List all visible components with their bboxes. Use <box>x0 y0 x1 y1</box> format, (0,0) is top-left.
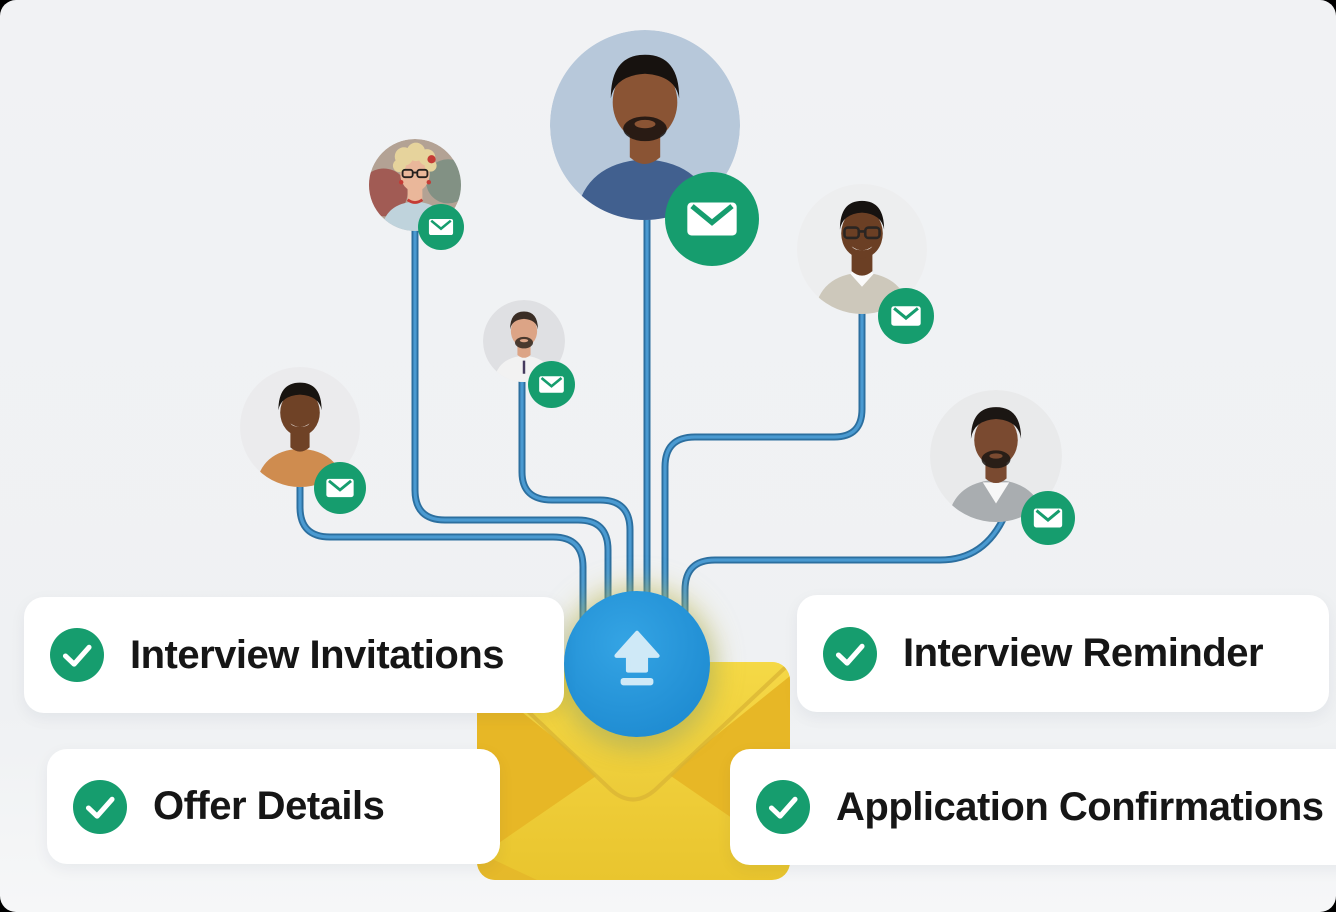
avatar-orange-shirt <box>240 367 360 487</box>
check-icon <box>756 780 810 834</box>
mail-badge-gray-suit <box>1021 491 1075 545</box>
mail-badge-bearded <box>528 361 575 408</box>
wire-orange-shirt <box>296 464 587 644</box>
upload-icon <box>614 630 660 686</box>
mail-badge-orange-shirt <box>314 462 366 514</box>
avatar-gray-suit <box>930 390 1062 522</box>
card-application-confirmations: Application Confirmations <box>730 749 1336 865</box>
mail-icon <box>326 478 354 498</box>
card-label: Offer Details <box>153 784 385 828</box>
check-icon <box>823 626 877 681</box>
mail-icon <box>891 306 921 326</box>
wire-woman <box>411 226 612 644</box>
card-interview-invitations: Interview Invitations <box>24 597 564 713</box>
wire-gray-suit <box>681 511 1009 644</box>
card-label: Interview Reminder <box>903 631 1264 675</box>
card-label: Interview Invitations <box>130 632 505 677</box>
mail-badge-top-center <box>665 172 759 266</box>
mail-badge-woman <box>418 204 464 250</box>
mail-icon <box>539 376 564 393</box>
mail-icon <box>428 218 454 236</box>
mail-icon <box>687 202 737 236</box>
wire-sweater <box>661 308 866 644</box>
mail-icon <box>1033 508 1063 528</box>
card-label: Application Confirmations <box>836 784 1324 829</box>
card-offer-details: Offer Details <box>47 749 500 864</box>
envelope-illustration <box>477 662 790 880</box>
check-icon <box>50 628 104 682</box>
mail-badge-sweater <box>878 288 934 344</box>
check-icon <box>73 779 127 834</box>
glasses <box>401 168 429 179</box>
card-interview-reminder: Interview Reminder <box>797 595 1329 712</box>
avatar-top-center <box>550 30 740 220</box>
upload-button <box>564 591 710 737</box>
glasses <box>843 226 881 240</box>
wire-bearded <box>518 374 634 644</box>
avatar-woman <box>369 139 461 231</box>
